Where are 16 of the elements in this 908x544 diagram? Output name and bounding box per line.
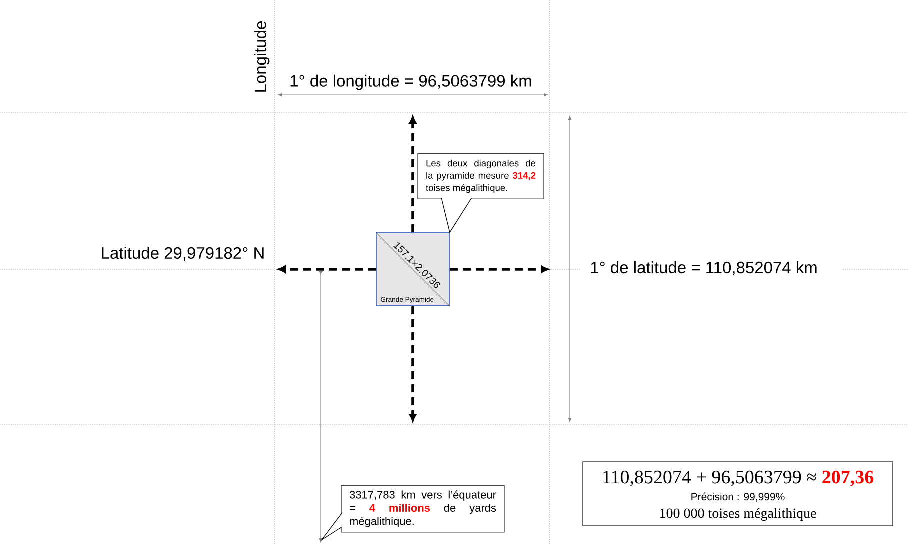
callout-box: 3317,783 km vers l’équateur = 4 millions de yards mégalithique. <box>341 485 505 533</box>
formula-box <box>582 462 894 526</box>
callout-pointer <box>320 512 343 542</box>
dimension-label: 1° de latitude = 110,852074 km <box>591 261 817 276</box>
note: 100 000 toises mégalithique <box>660 508 816 522</box>
callout-pointer <box>441 198 472 234</box>
vertical-label: Longitude <box>254 22 270 92</box>
dashed-arrow <box>450 266 549 274</box>
dashed-arrow <box>278 266 376 274</box>
dashed-arrow <box>409 116 417 233</box>
text-label: Latitude 29,979182° N <box>102 246 264 262</box>
formula: 110,852074 + 96,5063799 ≈ 207,36 <box>604 470 874 486</box>
dashed-arrow <box>409 306 417 422</box>
note: Précision : 99,999% <box>692 492 785 502</box>
dimension-label: 1° de longitude = 96,5063799 km <box>290 74 532 90</box>
square-box <box>376 232 450 307</box>
